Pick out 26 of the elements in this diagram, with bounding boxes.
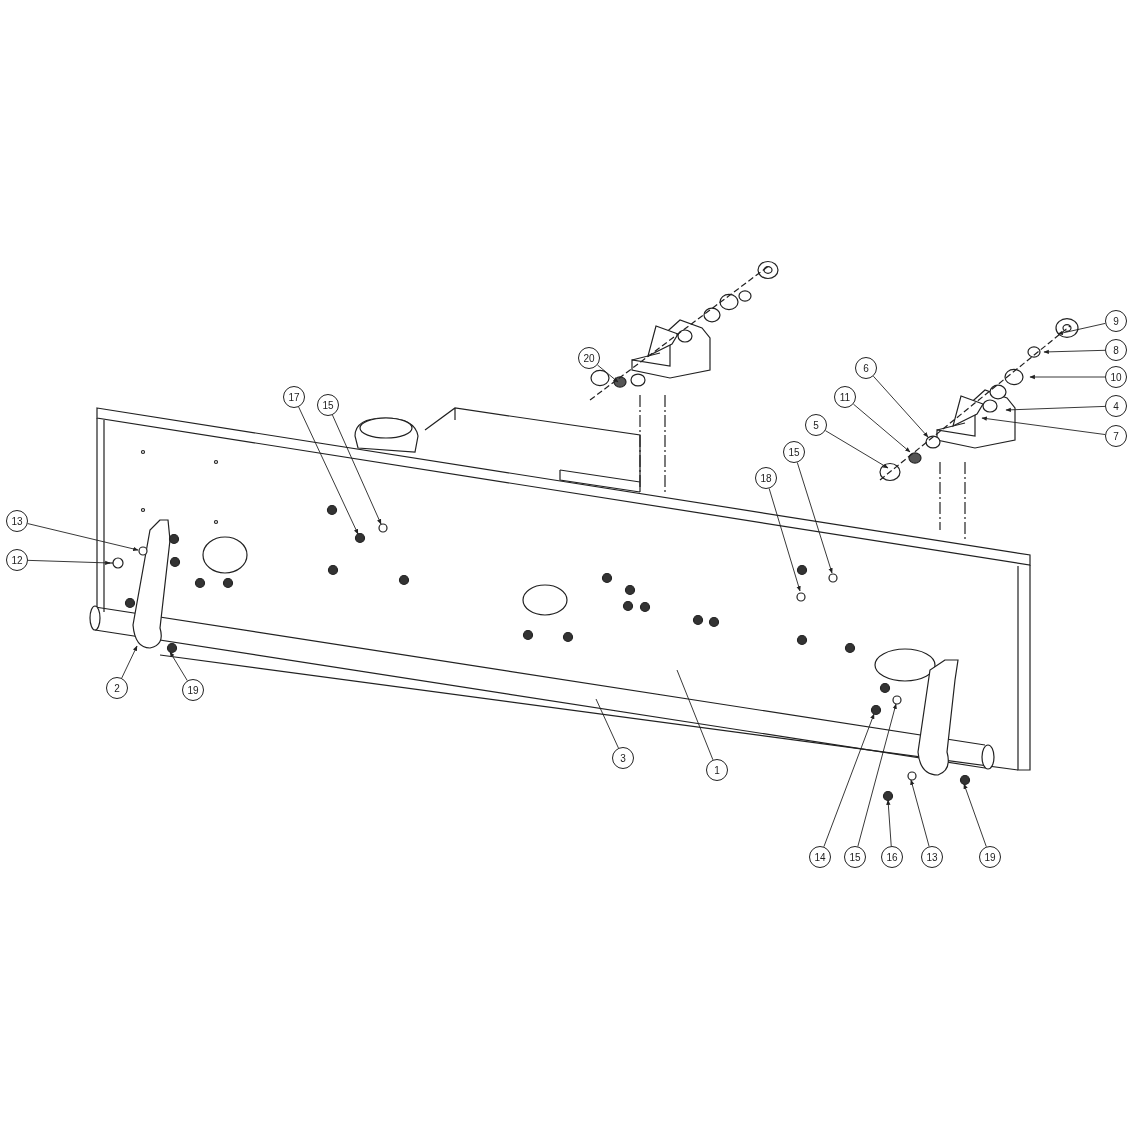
callout-number: 3: [612, 747, 634, 769]
callout-number: 6: [855, 357, 877, 379]
callout-number: 10: [1105, 366, 1127, 388]
callout-number: 19: [979, 846, 1001, 868]
callout-number: 18: [755, 467, 777, 489]
leader-line: [595, 698, 619, 749]
callout-number: 16: [881, 846, 903, 868]
callout-number: 7: [1105, 425, 1127, 447]
callout-number: 12: [6, 549, 28, 571]
leader-line: [676, 669, 714, 761]
callout-number: 15: [317, 394, 339, 416]
callout-number: 14: [809, 846, 831, 868]
callout-number: 8: [1105, 339, 1127, 361]
callout-number: 17: [283, 386, 305, 408]
callout-number: 4: [1105, 395, 1127, 417]
callout-number: 13: [921, 846, 943, 868]
callout-number: 15: [783, 441, 805, 463]
callout-number: 9: [1105, 310, 1127, 332]
callout-number: 11: [834, 386, 856, 408]
callout-number: 15: [844, 846, 866, 868]
callout-number: 1: [706, 759, 728, 781]
callout-number: 2: [106, 677, 128, 699]
callout-number: 13: [6, 510, 28, 532]
callout-number: 19: [182, 679, 204, 701]
callout-number: 20: [578, 347, 600, 369]
callout-number: 5: [805, 414, 827, 436]
